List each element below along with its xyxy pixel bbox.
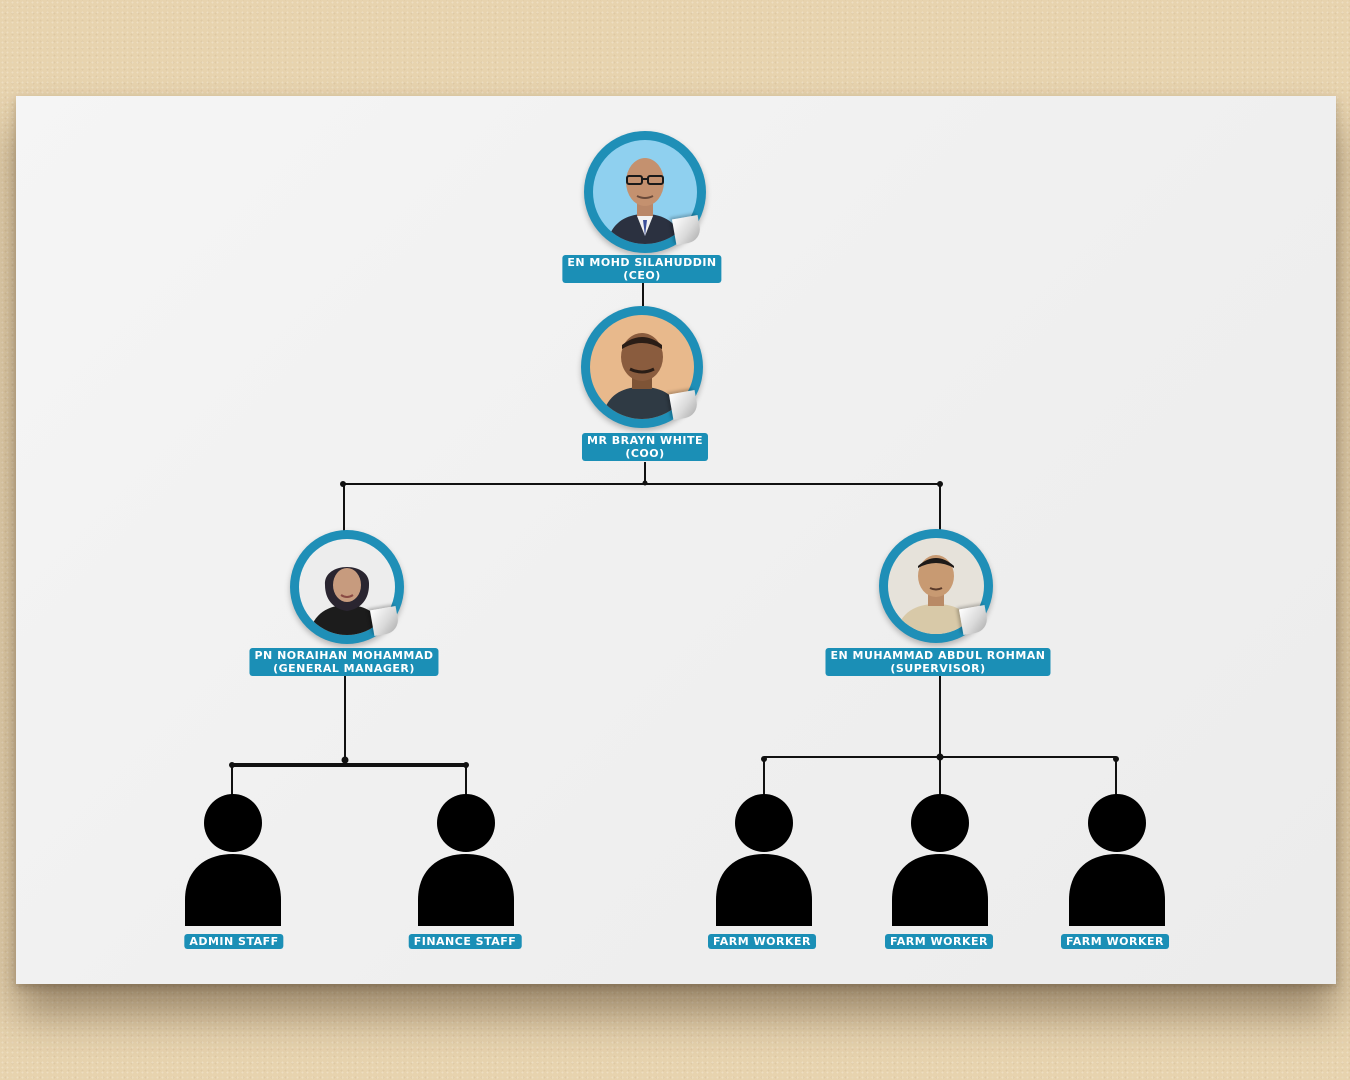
supervisor-role: (SUPERVISOR) [890, 662, 986, 675]
coo-role: (COO) [625, 447, 665, 460]
ceo-role: (CEO) [623, 269, 661, 282]
farm-worker-label: FARM WORKER [885, 934, 993, 949]
supervisor-name: EN MUHAMMAD ABDUL ROHMAN [830, 649, 1046, 662]
general-manager-role: (GENERAL MANAGER) [273, 662, 415, 675]
person-silhouette-icon [418, 794, 514, 926]
person-silhouette-icon [1069, 794, 1165, 926]
ceo-label: EN MOHD SILAHUDDIN (CEO) [562, 255, 722, 283]
general-manager-label: PN NORAIHAN MOHAMMAD (GENERAL MANAGER) [249, 648, 439, 676]
person-silhouette-icon [185, 794, 281, 926]
farm-worker-label: FARM WORKER [1061, 934, 1169, 949]
supervisor-portrait [879, 529, 993, 643]
coo-portrait [581, 306, 703, 428]
general-manager-portrait [290, 530, 404, 644]
coo-name: MR BRAYN WHITE [586, 434, 704, 447]
supervisor-label: EN MUHAMMAD ABDUL ROHMAN (SUPERVISOR) [825, 648, 1051, 676]
person-silhouette-icon [716, 794, 812, 926]
ceo-portrait [584, 131, 706, 253]
person-silhouette-icon [892, 794, 988, 926]
ceo-name: EN MOHD SILAHUDDIN [567, 256, 717, 269]
finance-staff-label: FINANCE STAFF [408, 934, 522, 949]
admin-staff-label: ADMIN STAFF [184, 934, 284, 949]
coo-label: MR BRAYN WHITE (COO) [581, 433, 709, 461]
farm-worker-label: FARM WORKER [708, 934, 816, 949]
general-manager-name: PN NORAIHAN MOHAMMAD [254, 649, 434, 662]
